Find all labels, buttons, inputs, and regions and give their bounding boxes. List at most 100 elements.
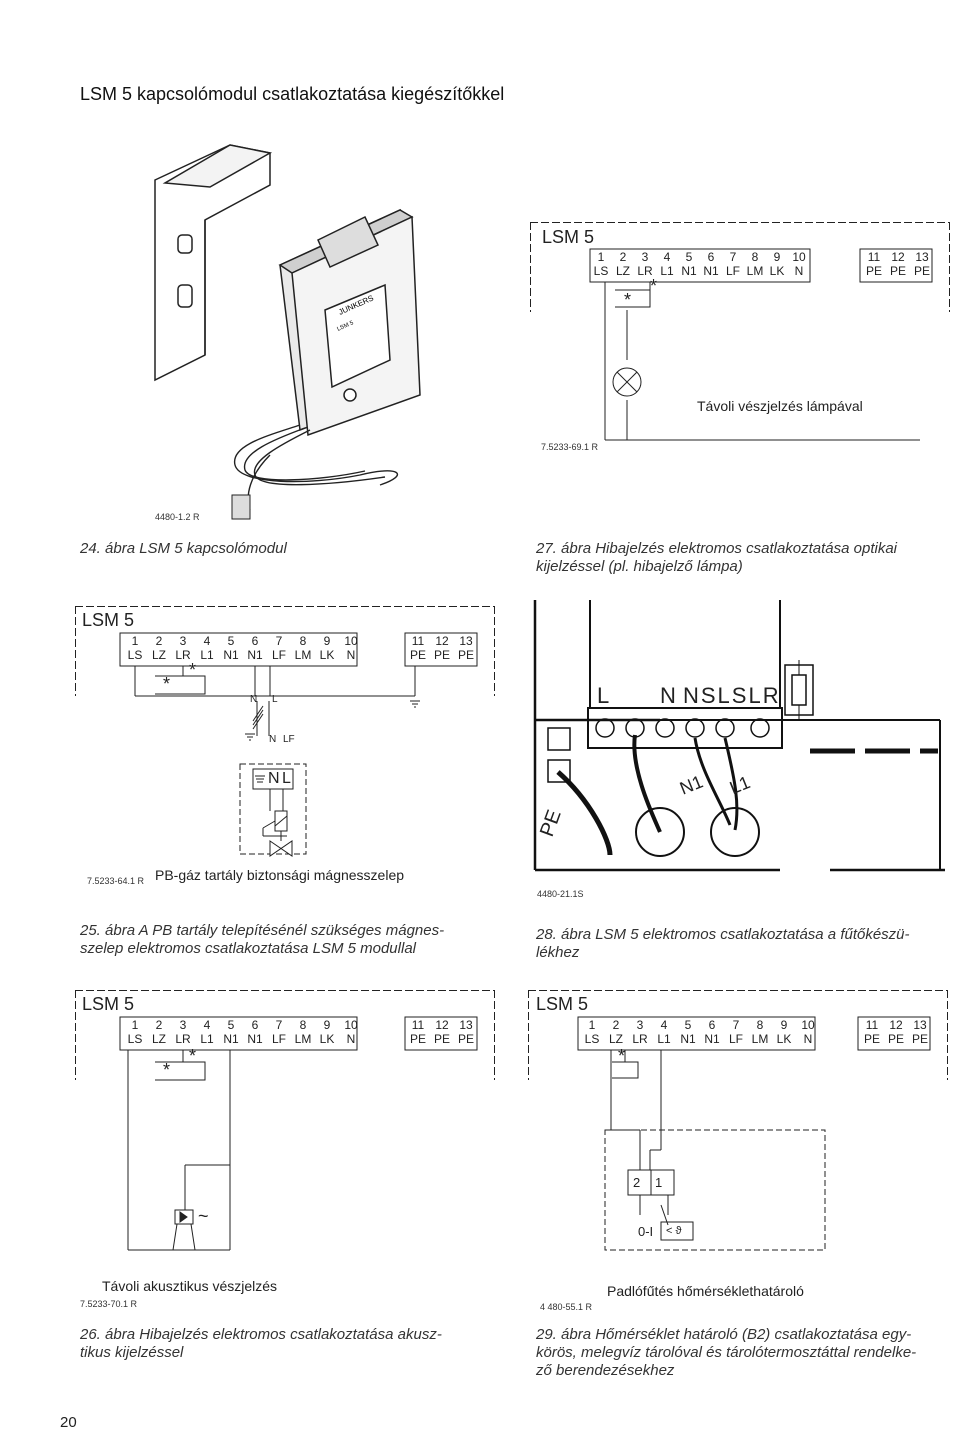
fig25-code: 7.5233-64.1 R xyxy=(87,876,145,886)
terminal-number: 1 xyxy=(597,250,605,264)
fig25-valve-n: N xyxy=(268,770,280,787)
pe-number: 13 xyxy=(459,1018,473,1032)
pe-name: PE xyxy=(457,648,474,662)
terminal-name: N1 xyxy=(704,1032,720,1046)
fig29-module-label: LSM 5 xyxy=(536,994,589,1014)
terminal-number: 9 xyxy=(323,634,331,648)
pe-number: 11 xyxy=(411,634,425,648)
terminal-number: 6 xyxy=(707,250,715,264)
fig27-label: Távoli vészjelzés lámpával xyxy=(697,398,863,414)
terminal-name: L1 xyxy=(657,1032,671,1046)
terminal-name: LK xyxy=(776,1032,792,1046)
terminal-name: LF xyxy=(271,648,286,662)
fig25-wire-l: L xyxy=(272,694,278,705)
terminal-number: 3 xyxy=(641,250,649,264)
terminal-name: N xyxy=(346,648,356,662)
pe-name: PE xyxy=(887,1032,904,1046)
fig27-terminal-names: LS LZ LR L1 N1 N1 LF LM LK N xyxy=(590,264,820,278)
fig25-module-label: LSM 5 xyxy=(82,610,135,630)
fig25-valve-l: L xyxy=(282,770,291,787)
fig27-diagram xyxy=(530,222,950,441)
fig27-module-label: LSM 5 xyxy=(542,227,595,247)
fig27-terminal-numbers: 1 2 3 4 5 6 7 8 9 10 xyxy=(590,250,820,264)
fig25-label: PB-gáz tartály biztonsági mágnesszelep xyxy=(155,867,405,883)
pe-name: PE xyxy=(911,1032,928,1046)
terminal-number: 7 xyxy=(729,250,737,264)
terminal-name: LZ xyxy=(615,264,630,278)
fig27-caption-line1: 27. ábra Hibajelzés elektromos csatlakoz… xyxy=(536,540,898,557)
terminal-number: 10 xyxy=(792,250,806,264)
fig28-l-label: L xyxy=(597,683,610,708)
fig26-code: 7.5233-70.1 R xyxy=(80,1299,138,1309)
terminal-name: LS xyxy=(584,1032,600,1046)
pe-name: PE xyxy=(889,264,906,278)
fig26-caption-line1: 26. ábra Hibajelzés elektromos csatlakoz… xyxy=(80,1326,442,1343)
fig24-code: 4480-1.2 R xyxy=(155,512,200,522)
terminal-number: 10 xyxy=(344,1018,358,1032)
terminal-number: 6 xyxy=(251,634,259,648)
fig25-caption-line1: 25. ábra A PB tartály telepítésénél szük… xyxy=(80,922,445,939)
fig28-n-label: N xyxy=(660,683,676,708)
terminal-number: 4 xyxy=(660,1018,668,1032)
fig29-terminal-2: 2 xyxy=(633,1175,641,1190)
fig26-terminal-block: 1 2 3 4 5 6 7 8 9 10 LS LZ LR L1 N1 N1 L… xyxy=(123,1018,363,1046)
pe-name: PE xyxy=(433,648,450,662)
page-title: LSM 5 kapcsolómodul csatlakoztatása kieg… xyxy=(80,84,505,104)
terminal-number: 9 xyxy=(780,1018,788,1032)
terminal-number: 3 xyxy=(636,1018,644,1032)
pe-number: 11 xyxy=(867,250,881,264)
fig25-pe-block: 11 12 13 PE PE PE xyxy=(406,634,478,662)
fig25-diagram xyxy=(75,606,495,857)
terminal-number: 7 xyxy=(732,1018,740,1032)
terminal-number: 6 xyxy=(708,1018,716,1032)
pe-name: PE xyxy=(865,264,882,278)
fig29-caption-line2: körös, melegvíz tárolóval és tárolótermo… xyxy=(536,1344,917,1361)
terminal-name: LR xyxy=(175,648,191,662)
fig29-pe-block: 11 12 13 PE PE PE xyxy=(860,1018,932,1046)
terminal-name: LM xyxy=(746,264,764,278)
terminal-number: 10 xyxy=(344,634,358,648)
fig29-code: 4 480-55.1 R xyxy=(540,1302,593,1312)
terminal-number: 2 xyxy=(155,1018,163,1032)
terminal-name: N1 xyxy=(680,1032,696,1046)
fig28-caption-line1: 28. ábra LSM 5 elektromos csatlakoztatás… xyxy=(536,926,910,943)
terminal-name: N1 xyxy=(247,648,263,662)
terminal-number: 1 xyxy=(131,634,139,648)
pe-name: PE xyxy=(409,1032,426,1046)
fig27-pe-block: 11 12 13 PE PE PE xyxy=(862,250,934,278)
terminal-number: 4 xyxy=(203,1018,211,1032)
terminal-number: 9 xyxy=(773,250,781,264)
terminal-number: 8 xyxy=(299,1018,307,1032)
terminal-name: LS xyxy=(127,1032,143,1046)
pe-number: 12 xyxy=(435,1018,449,1032)
fig29-thermo-label: < ϑ xyxy=(666,1225,682,1237)
pe-number: 12 xyxy=(889,1018,903,1032)
module-housing xyxy=(278,208,421,437)
fig29-switch-label: 0-I xyxy=(638,1224,654,1239)
fig26-tilde: ~ xyxy=(198,1206,209,1226)
terminal-number: 2 xyxy=(612,1018,620,1032)
fig26-diagram xyxy=(75,990,495,1251)
fig24-caption: 24. ábra LSM 5 kapcsolómodul xyxy=(80,540,287,557)
pe-name: PE xyxy=(913,264,930,278)
terminal-name: LK xyxy=(769,264,785,278)
fig28-caption-line2: lékhez xyxy=(536,944,580,961)
fig29-label: Padlófűtés hőmérséklethatároló xyxy=(607,1283,804,1299)
fig26-pe-block: 11 12 13 PE PE PE xyxy=(406,1018,478,1046)
terminal-number: 8 xyxy=(751,250,759,264)
fig26-star-2: * xyxy=(189,1046,197,1066)
terminal-name: LR xyxy=(637,264,653,278)
fig28-code: 4480-21.1S xyxy=(537,889,584,899)
fig29-star: * xyxy=(618,1046,626,1066)
terminal-name: LM xyxy=(294,1032,312,1046)
fig26-label: Távoli akusztikus vészjelzés xyxy=(102,1278,278,1294)
terminal-name: L1 xyxy=(200,648,214,662)
terminal-name: N1 xyxy=(703,264,719,278)
terminal-name: LS xyxy=(593,264,609,278)
device-cables xyxy=(234,424,399,511)
fig29-diagram xyxy=(528,990,948,1251)
fig29-terminal-block: 1 2 3 4 5 6 7 8 9 10 LS LZ LR L1 N1 N1 L… xyxy=(580,1018,820,1046)
terminal-number: 1 xyxy=(588,1018,596,1032)
pe-name: PE xyxy=(409,648,426,662)
terminal-number: 7 xyxy=(275,634,283,648)
